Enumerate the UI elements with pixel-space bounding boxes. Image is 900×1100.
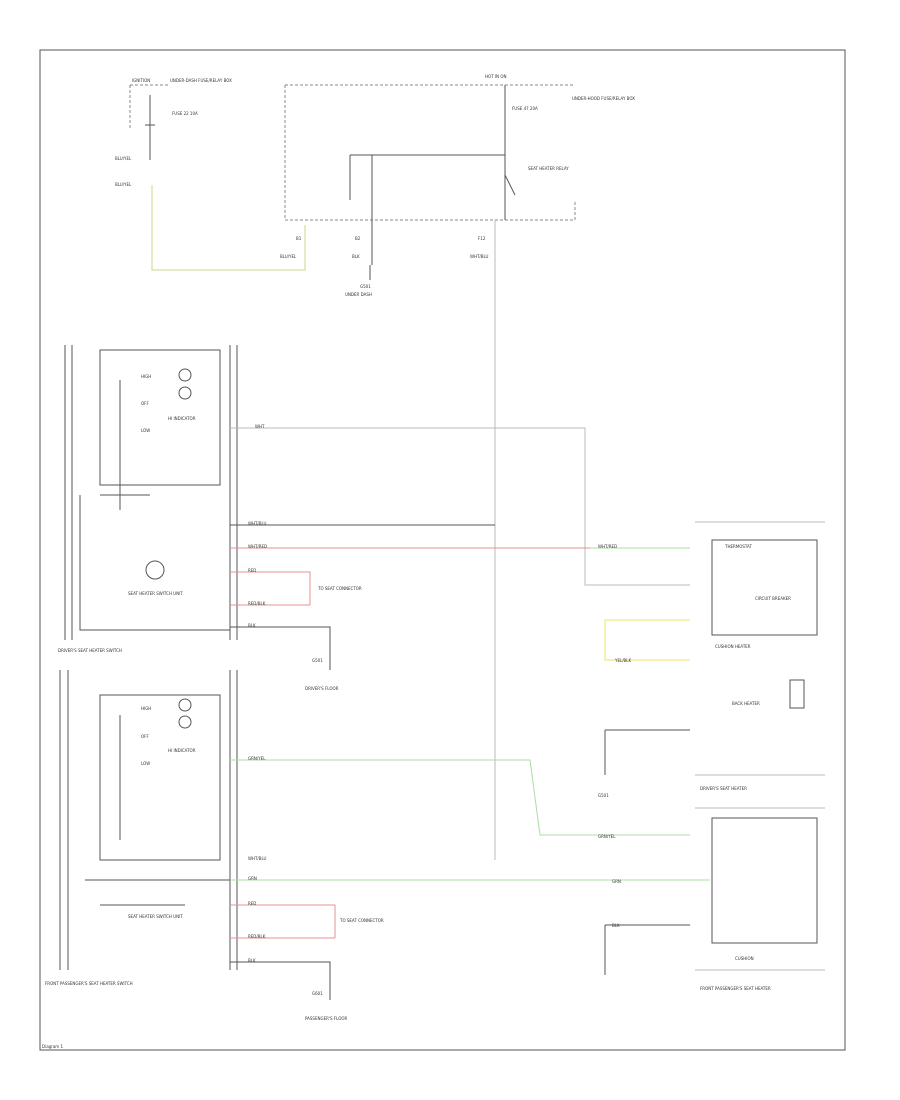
- fuse-47-label: FUSE 47 20A: [512, 106, 538, 111]
- pass-wire-2: WHT/BLU: [248, 856, 267, 861]
- right-wire-c: YEL/BLK: [614, 658, 632, 663]
- driver-heater-note: DRIVER'S SEAT HEATER: [700, 786, 747, 791]
- driver-switch-group: HIGH OFF LOW HI INDICATOR SEAT HEATER SW…: [58, 345, 690, 691]
- driver-wire-6: BLK: [248, 623, 256, 628]
- back-heater-label: BACK HEATER: [732, 701, 760, 706]
- wire-label-b: WHT/BLU: [470, 254, 489, 259]
- cushion-heater-label-top: THERMOSTAT: [724, 544, 752, 549]
- ground-note-top: UNDER DASH: [345, 292, 372, 297]
- driver-indicator-label: HI INDICATOR: [168, 416, 196, 421]
- right-wire-d: GRN: [612, 879, 621, 884]
- passenger-switch-group: HIGH OFF LOW HI INDICATOR SEAT HEATER SW…: [45, 670, 710, 1021]
- heater-group: THERMOSTAT CIRCUIT BREAKER CUSHION HEATE…: [590, 521, 825, 991]
- hot-label: HOT IN ON: [485, 74, 506, 79]
- wire-label-c: BLK: [352, 254, 360, 259]
- pass-indicator-label: HI INDICATOR: [168, 748, 196, 753]
- driver-wire-1: WHT: [255, 424, 265, 429]
- pass-wire-3: GRN: [248, 876, 257, 881]
- pin-f12: F12: [478, 236, 486, 241]
- pass-wire-5: RED/BLK: [248, 934, 266, 939]
- pass-ground-label: G601: [312, 991, 323, 996]
- pass-hi-label: HIGH: [141, 706, 151, 711]
- wire-label-1: BLU/YEL: [115, 156, 132, 161]
- driver-ground-label: G501: [312, 658, 323, 663]
- driver-hi-label: HIGH: [141, 374, 151, 379]
- passenger-heater-note: FRONT PASSENGER'S SEAT HEATER: [700, 986, 771, 991]
- driver-off-label: OFF: [141, 401, 149, 406]
- relay-group: HOT IN ON UNDER-HOOD FUSE/RELAY BOX FUSE…: [280, 74, 635, 860]
- driver-wire-2: WHT/BLU: [248, 521, 267, 526]
- pass-connector-note: TO SEAT CONNECTOR: [339, 918, 384, 923]
- relay-box-note: UNDER-HOOD FUSE/RELAY BOX: [572, 96, 635, 101]
- pin-b2: B2: [355, 236, 361, 241]
- driver-wire-4: RED: [248, 568, 256, 573]
- pass-off-label: OFF: [141, 734, 149, 739]
- diagram-frame: [39, 49, 846, 1051]
- driver-unit-label: SEAT HEATER SWITCH UNIT: [128, 591, 183, 596]
- diagram-footer: Diagram 1: [42, 1044, 63, 1049]
- pass-wire-1: GRN/YEL: [248, 756, 266, 761]
- driver-lo-label: LOW: [141, 428, 150, 433]
- pass-unit-label: SEAT HEATER SWITCH UNIT: [128, 914, 183, 919]
- wire-label-2: BLU/YEL: [115, 182, 132, 187]
- ground-g501-top: G501: [360, 284, 371, 289]
- pass-wire-4: RED: [248, 901, 256, 906]
- ignition-label: IGNITION: [132, 78, 150, 83]
- wire-label-a: BLU/YEL: [280, 254, 297, 259]
- pass-lo-label: LOW: [141, 761, 150, 766]
- right-wire-b: GRN/YEL: [598, 834, 616, 839]
- driver-ground-note: DRIVER'S FLOOR: [305, 686, 339, 691]
- driver-wire-5: RED/BLK: [248, 601, 266, 606]
- pass-switch-title: FRONT PASSENGER'S SEAT HEATER SWITCH: [45, 981, 133, 986]
- ignition-fuse-group: IGNITION UNDER-DASH FUSE/RELAY BOX FUSE …: [115, 78, 306, 271]
- driver-switch-title: DRIVER'S SEAT HEATER SWITCH: [58, 648, 122, 653]
- driver-connector-note: TO SEAT CONNECTOR: [317, 586, 362, 591]
- right-wire-a: WHT/RED: [598, 544, 617, 549]
- cushion-heater-label: CUSHION HEATER: [715, 644, 751, 649]
- seat-heater-relay-label: SEAT HEATER RELAY: [528, 166, 569, 171]
- circuit-breaker-label: CIRCUIT BREAKER: [755, 596, 791, 601]
- right-wire-e: BLK: [612, 923, 620, 928]
- pass-wire-6: BLK: [248, 958, 256, 963]
- pin-b1: B1: [296, 236, 302, 241]
- cushion-2-label: CUSHION: [735, 956, 754, 961]
- driver-wire-3: WHT/RED: [248, 544, 267, 549]
- fuse-22-label: FUSE 22 10A: [172, 111, 198, 116]
- right-ground-label: G501: [598, 793, 609, 798]
- pass-ground-note: PASSENGER'S FLOOR: [305, 1016, 347, 1021]
- fuse-box-note: UNDER-DASH FUSE/RELAY BOX: [170, 78, 232, 83]
